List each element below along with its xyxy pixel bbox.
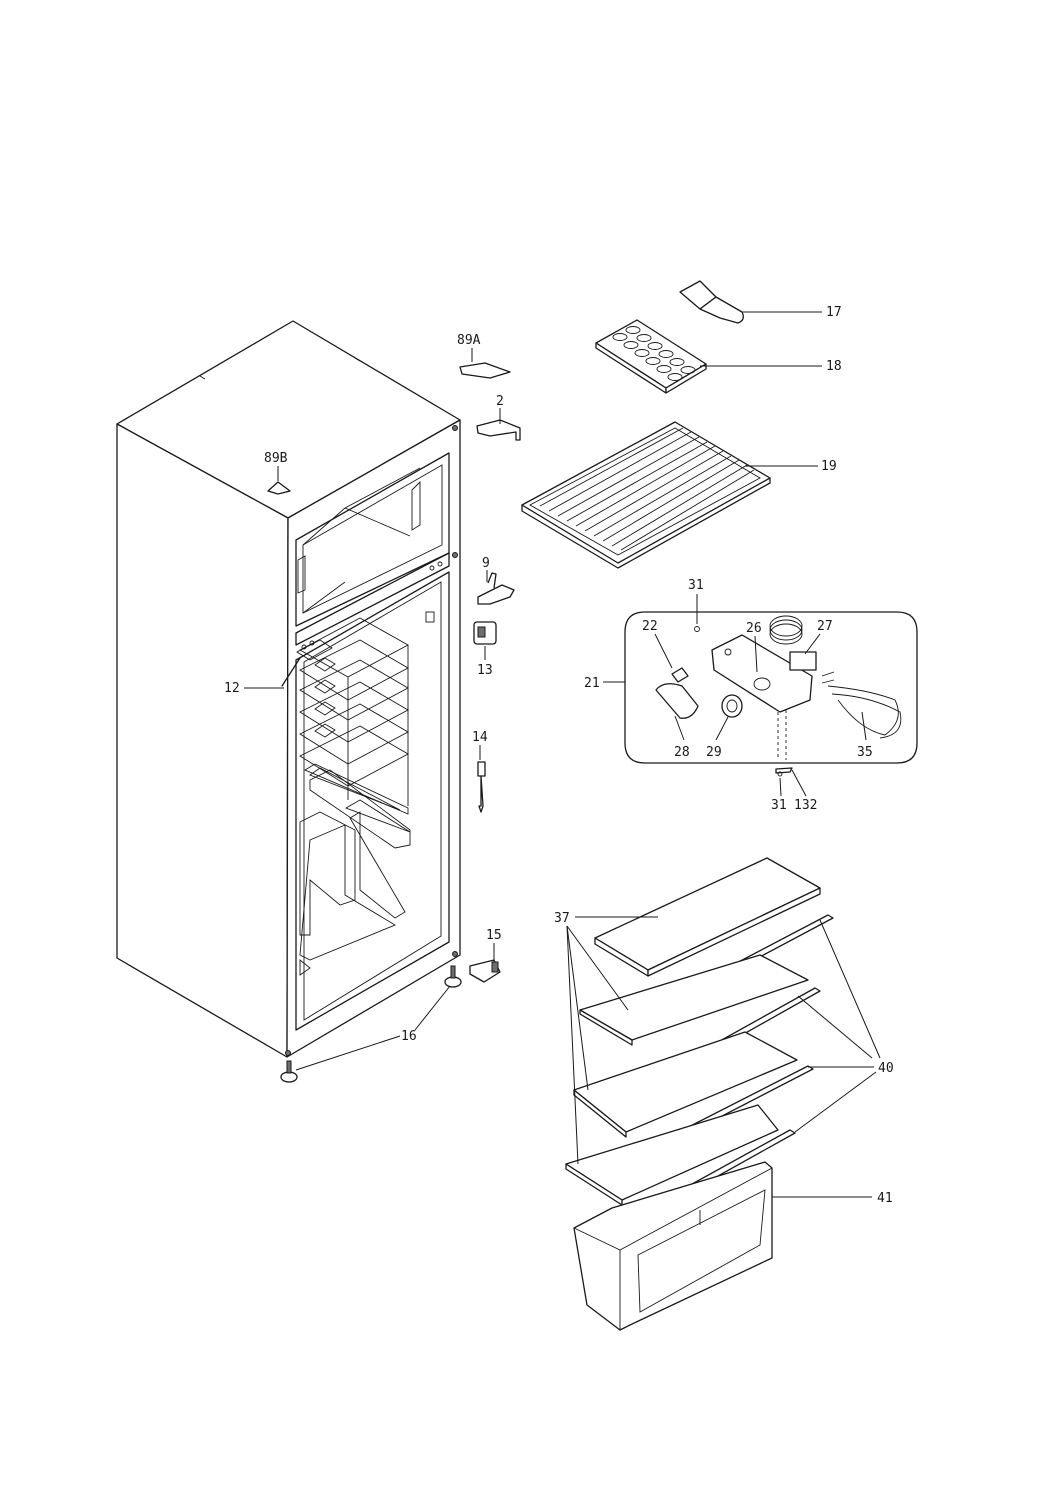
refrigerator-cabinet (116, 320, 461, 1058)
label-12: 12 (224, 681, 240, 696)
label-9: 9 (482, 556, 490, 571)
door-switch (473, 621, 497, 645)
ice-cube-tray (595, 319, 707, 394)
middle-hinge (477, 572, 515, 605)
glass-shelf-2 (579, 954, 809, 1046)
glass-shelf-3 (573, 1031, 798, 1138)
label-40: 40 (878, 1061, 894, 1076)
label-29: 29 (706, 745, 722, 760)
label-35: 35 (857, 745, 873, 760)
label-22: 22 (642, 619, 658, 634)
label-18: 18 (826, 359, 842, 374)
cabinet-crisper-guides (299, 769, 411, 976)
wire-shelf (521, 421, 771, 569)
bottom-hinge (469, 959, 501, 983)
cabinet-shelf-supports (299, 617, 409, 815)
adjustable-foot-left (280, 1060, 298, 1083)
thermostat-assembly-group (624, 611, 918, 777)
label-26: 26 (746, 621, 762, 636)
hinge-cap-89b (267, 481, 291, 495)
part-labels: 17 18 19 89A 2 89B 9 13 12 14 31 22 26 2… (224, 305, 894, 1206)
label-15: 15 (486, 928, 502, 943)
crisper-drawer (573, 1161, 773, 1331)
label-31-top: 31 (688, 578, 704, 593)
label-132: 132 (794, 798, 817, 813)
label-17: 17 (826, 305, 842, 320)
label-19: 19 (821, 459, 837, 474)
door-hinge-cap-89a (459, 362, 511, 379)
adjustable-foot-right (444, 965, 462, 988)
label-31-bottom: 31 (771, 798, 787, 813)
leader-lines (244, 311, 881, 1198)
top-hinge (476, 419, 521, 441)
label-14: 14 (472, 730, 488, 745)
label-27: 27 (817, 619, 833, 634)
label-89a: 89A (457, 333, 481, 348)
label-37: 37 (554, 911, 570, 926)
label-2: 2 (496, 394, 504, 409)
thermostat-housing (281, 639, 333, 687)
label-16: 16 (401, 1029, 417, 1044)
door-stopper-pin (477, 761, 486, 813)
glass-shelf-1 (594, 857, 821, 977)
label-21: 21 (584, 676, 600, 691)
label-28: 28 (674, 745, 690, 760)
label-13: 13 (477, 663, 493, 678)
ice-scraper (679, 280, 744, 324)
label-41: 41 (877, 1191, 893, 1206)
label-89b: 89B (264, 451, 288, 466)
